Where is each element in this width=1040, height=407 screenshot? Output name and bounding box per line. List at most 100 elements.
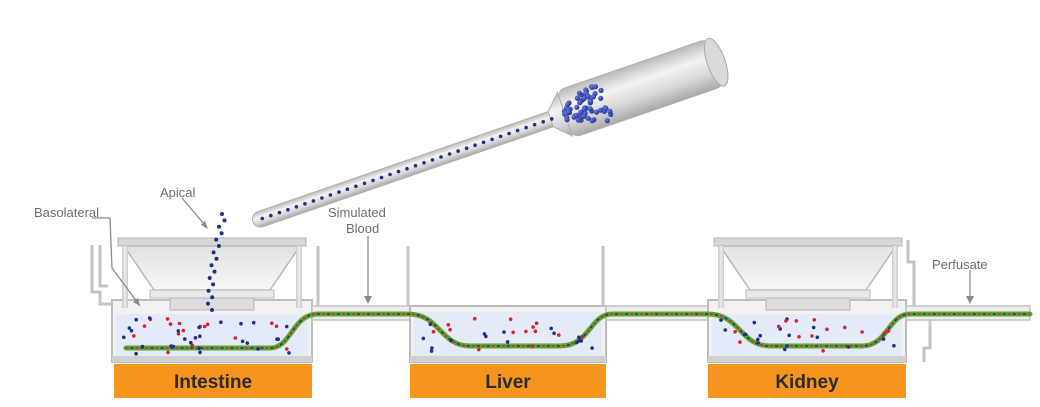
organ-box-kidney [708,364,906,398]
falling-particle [210,295,215,300]
medium-particle [197,325,201,330]
pipette-particle [328,193,333,197]
organ-label-liver: Liver [410,364,606,398]
medium-particle [557,333,561,337]
falling-particle [214,256,219,261]
pipette-cluster-particle [604,118,610,124]
medium-particle [881,337,886,341]
medium-particle [787,333,791,338]
falling-particle [214,237,219,242]
pipette-particle [311,199,316,203]
pipette-particle [498,134,503,139]
pipette-particle [447,152,452,156]
medium-particle [428,322,433,327]
pipette-particle [303,202,307,206]
medium-particle [181,328,186,333]
medium-particle [134,351,138,356]
pipette-particle [490,137,494,142]
organ-label-kidney: Kidney [708,364,906,398]
medium-particle [274,324,279,329]
pipette-cluster-particle [587,106,593,112]
medium-particle [472,316,477,321]
medium-particle [171,344,176,349]
pipette-particle [422,161,426,165]
falling-particle [222,218,227,223]
apical-pointer [181,197,205,225]
particles [122,212,896,356]
medium-particle [552,331,556,336]
falling-particle [206,301,210,306]
medium-particle [446,323,451,327]
medium-particle [233,336,238,340]
medium-particle [575,340,579,345]
left-support-frame [90,245,112,306]
intestine-insert [117,237,307,311]
pipette-cluster-particle [585,115,591,121]
medium-particle [421,336,426,341]
medium-particle [742,332,747,337]
medium-particle [285,347,289,351]
pipette-cluster-particle [598,95,604,101]
medium-particle [189,340,193,345]
medium-particle [785,344,789,348]
pipette-particle [277,210,282,215]
pipette-particle [379,175,384,180]
falling-particle [206,288,211,293]
medium-particle [508,317,513,322]
falling-particle [216,244,221,248]
medium-particle [577,335,581,340]
pipette-particle [294,205,299,209]
falling-particle [207,276,212,280]
medium-particle [176,329,181,333]
pipette-particle [362,181,367,186]
pipette-cluster-particle [603,105,609,111]
pipette-particle [464,146,469,150]
medium-particle [193,336,198,340]
pipette-cluster-particle [564,117,570,123]
kidney-medium [712,314,902,358]
medium-particle [198,334,202,339]
pipette-cluster-particle [607,108,613,114]
pipette-particle [405,166,409,171]
pipette-cluster-particle [576,90,583,96]
falling-particle [209,263,214,268]
medium-particle [448,327,452,332]
label-simulated-blood-line1: Simulated [328,205,386,220]
pipette-particle [371,178,375,183]
medium-particle [122,335,126,340]
falling-particle [211,250,216,255]
channel-intestine-liver [311,246,413,321]
organ-name-intestine: Intestine [174,372,252,393]
medium-particle [449,338,453,343]
pipette-particle [396,169,401,174]
medium-particle [579,339,583,343]
medium-particle [477,347,481,352]
medium-particle [783,347,787,352]
medium-particle [784,319,788,323]
medium-particle [846,345,851,349]
medium-particle [738,340,742,344]
medium-particle [810,334,814,338]
medium-particle [892,343,896,348]
medium-particle [797,335,801,339]
medium-particle [127,326,132,330]
medium-particle [590,346,594,350]
medium-particle [723,328,728,332]
medium-particle [756,337,760,342]
basolateral-pointer [92,217,141,307]
pipette-particle [473,143,477,147]
medium-particle [147,316,152,320]
pipette-particle [549,117,554,121]
pipette-particle [532,122,537,127]
medium-particle [251,320,256,325]
pipette-particle [524,125,528,130]
falling-particle [220,212,224,216]
medium-particle [549,326,553,331]
medium-particle [197,346,201,351]
pipette-particle [541,120,545,124]
medium-particle [886,329,891,333]
pipette-cluster-particle [578,109,584,115]
pipette-particle [439,155,443,159]
organ-name-kidney: Kidney [775,372,839,393]
